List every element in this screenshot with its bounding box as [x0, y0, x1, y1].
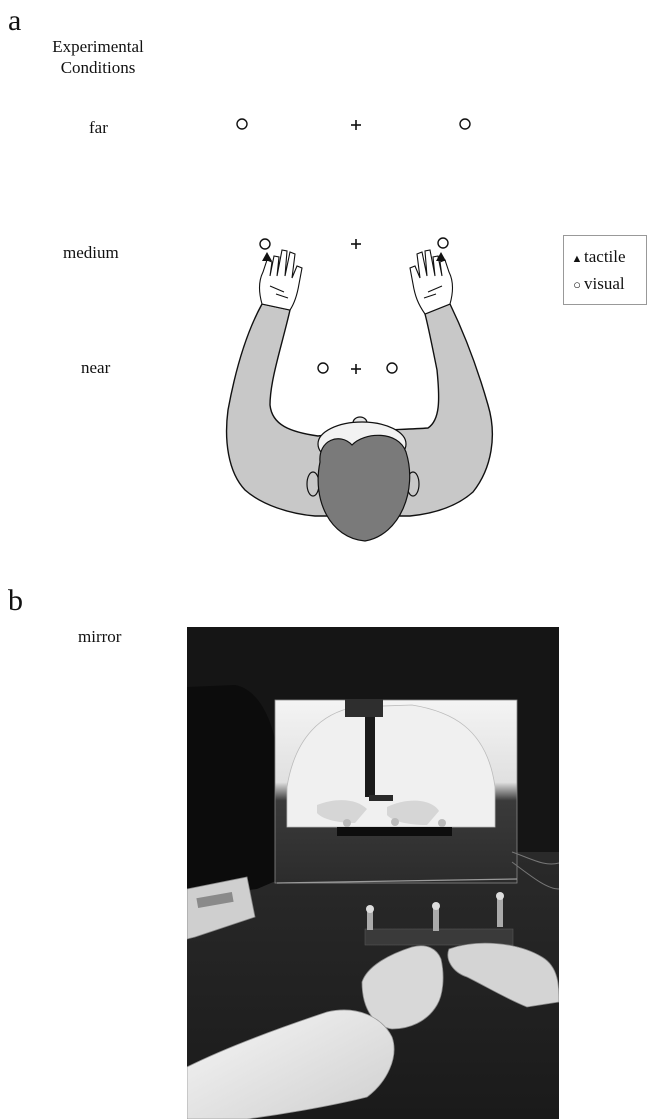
medium-fixation-cross	[351, 239, 361, 249]
experimental-setup-diagram	[0, 0, 647, 560]
left-ear	[307, 472, 319, 496]
near-right-visual-stimulus	[387, 363, 397, 373]
near-fixation-cross	[351, 364, 361, 374]
legend-label-visual: visual	[584, 274, 625, 293]
medium-left-visual-stimulus	[260, 239, 270, 249]
medium-right-visual-stimulus	[438, 238, 448, 248]
near-left-visual-stimulus	[318, 363, 328, 373]
circle-icon: ○	[570, 275, 584, 295]
far-fixation-cross	[351, 120, 361, 130]
stimulus-legend: ▲tactile ○visual	[563, 235, 647, 305]
triangle-icon: ▲	[570, 249, 584, 269]
legend-item-visual: ○visual	[570, 274, 625, 295]
medium-left-tactile-stimulus	[262, 252, 272, 261]
panel-b-letter: b	[8, 586, 23, 616]
legend-label-tactile: tactile	[584, 247, 626, 266]
mirror-label: mirror	[78, 627, 121, 647]
far-left-visual-stimulus	[237, 119, 247, 129]
right-hand	[410, 250, 453, 314]
far-right-visual-stimulus	[460, 119, 470, 129]
apparatus-bar	[365, 929, 513, 945]
mirror-setup-photo	[187, 627, 559, 1119]
legend-item-tactile: ▲tactile	[570, 247, 626, 269]
head	[318, 435, 410, 541]
